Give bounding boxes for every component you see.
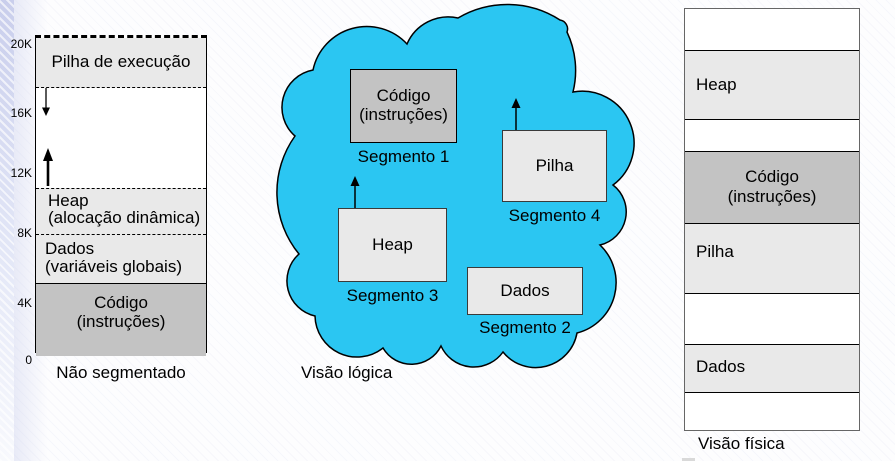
axis-label-16k: 16K [10, 106, 32, 120]
memory-row-free [685, 292, 859, 344]
segment3-up-arrow-icon [350, 176, 360, 208]
axis-label-4k: 4K [17, 296, 32, 310]
heap-section: Heap (alocação dinâmica) [36, 188, 206, 235]
segment3-box-label: Heap [372, 235, 413, 254]
stack-section-label: Pilha de execução [51, 52, 191, 71]
segment1-box-sublabel: (instruções) [359, 105, 448, 124]
memory-row-data-label: Dados [696, 356, 746, 376]
memory-row-free [685, 118, 859, 151]
memory-row-code: Código (instruções) [685, 150, 859, 224]
memory-row-code-label: Código [745, 166, 799, 186]
stack-growth-down-arrow-icon [42, 88, 50, 116]
axis-label-20k: 20K [10, 37, 32, 51]
stack-section: Pilha de execução [36, 38, 206, 88]
segment1-code-box: Código (instruções) [350, 69, 457, 143]
heap-section-label: Heap [48, 191, 89, 210]
segment3-label: Segmento 3 [346, 286, 439, 305]
axis-label-0: 0 [25, 353, 32, 367]
segment2-label: Segmento 2 [479, 318, 571, 337]
data-section-sublabel: (variáveis globais) [45, 257, 182, 276]
non-segmented-memory-box: Pilha de execução Heap (alocação dinâmic… [35, 35, 207, 356]
segment4-up-arrow-icon [511, 98, 521, 130]
caption-non-segmented: Não segmentado [56, 363, 186, 382]
segment1-box-label: Código [376, 86, 431, 105]
slide-edge-band [0, 0, 14, 461]
segment1-label: Segmento 1 [357, 147, 450, 166]
memory-row-free [685, 9, 859, 50]
memory-row-free [685, 392, 859, 430]
memory-row-heap-label: Heap [696, 74, 737, 94]
segment2-data-box: Dados [467, 267, 583, 315]
caption-physical-view: Visão física [698, 434, 785, 453]
partial-element [682, 458, 695, 461]
segment4-box-label: Pilha [535, 156, 574, 175]
segment2-box-label: Dados [500, 281, 550, 300]
physical-memory-column: Heap Código (instruções) Pilha Dados [684, 8, 860, 431]
axis-label-12k: 12K [10, 166, 32, 180]
data-section: Dados (variáveis globais) [36, 235, 206, 284]
heap-section-sublabel: (alocação dinâmica) [48, 208, 201, 227]
memory-row-stack: Pilha [685, 223, 859, 293]
code-section-label: Código [94, 293, 148, 312]
caption-logical-view: Visão lógica [301, 363, 393, 382]
memory-row-data: Dados [685, 343, 859, 393]
heap-growth-up-arrow-icon [43, 148, 53, 186]
segment4-stack-box: Pilha [502, 130, 607, 202]
code-section: Código (instruções) [36, 284, 206, 356]
memory-row-heap: Heap [685, 49, 859, 119]
memory-row-stack-label: Pilha [696, 242, 734, 262]
segment4-label: Segmento 4 [508, 206, 601, 225]
code-section-sublabel: (instruções) [76, 312, 166, 331]
axis-label-8k: 8K [17, 226, 32, 240]
data-section-label: Dados [45, 239, 95, 258]
memory-row-code-sublabel: (instruções) [727, 186, 817, 206]
segment3-heap-box: Heap [338, 208, 447, 282]
